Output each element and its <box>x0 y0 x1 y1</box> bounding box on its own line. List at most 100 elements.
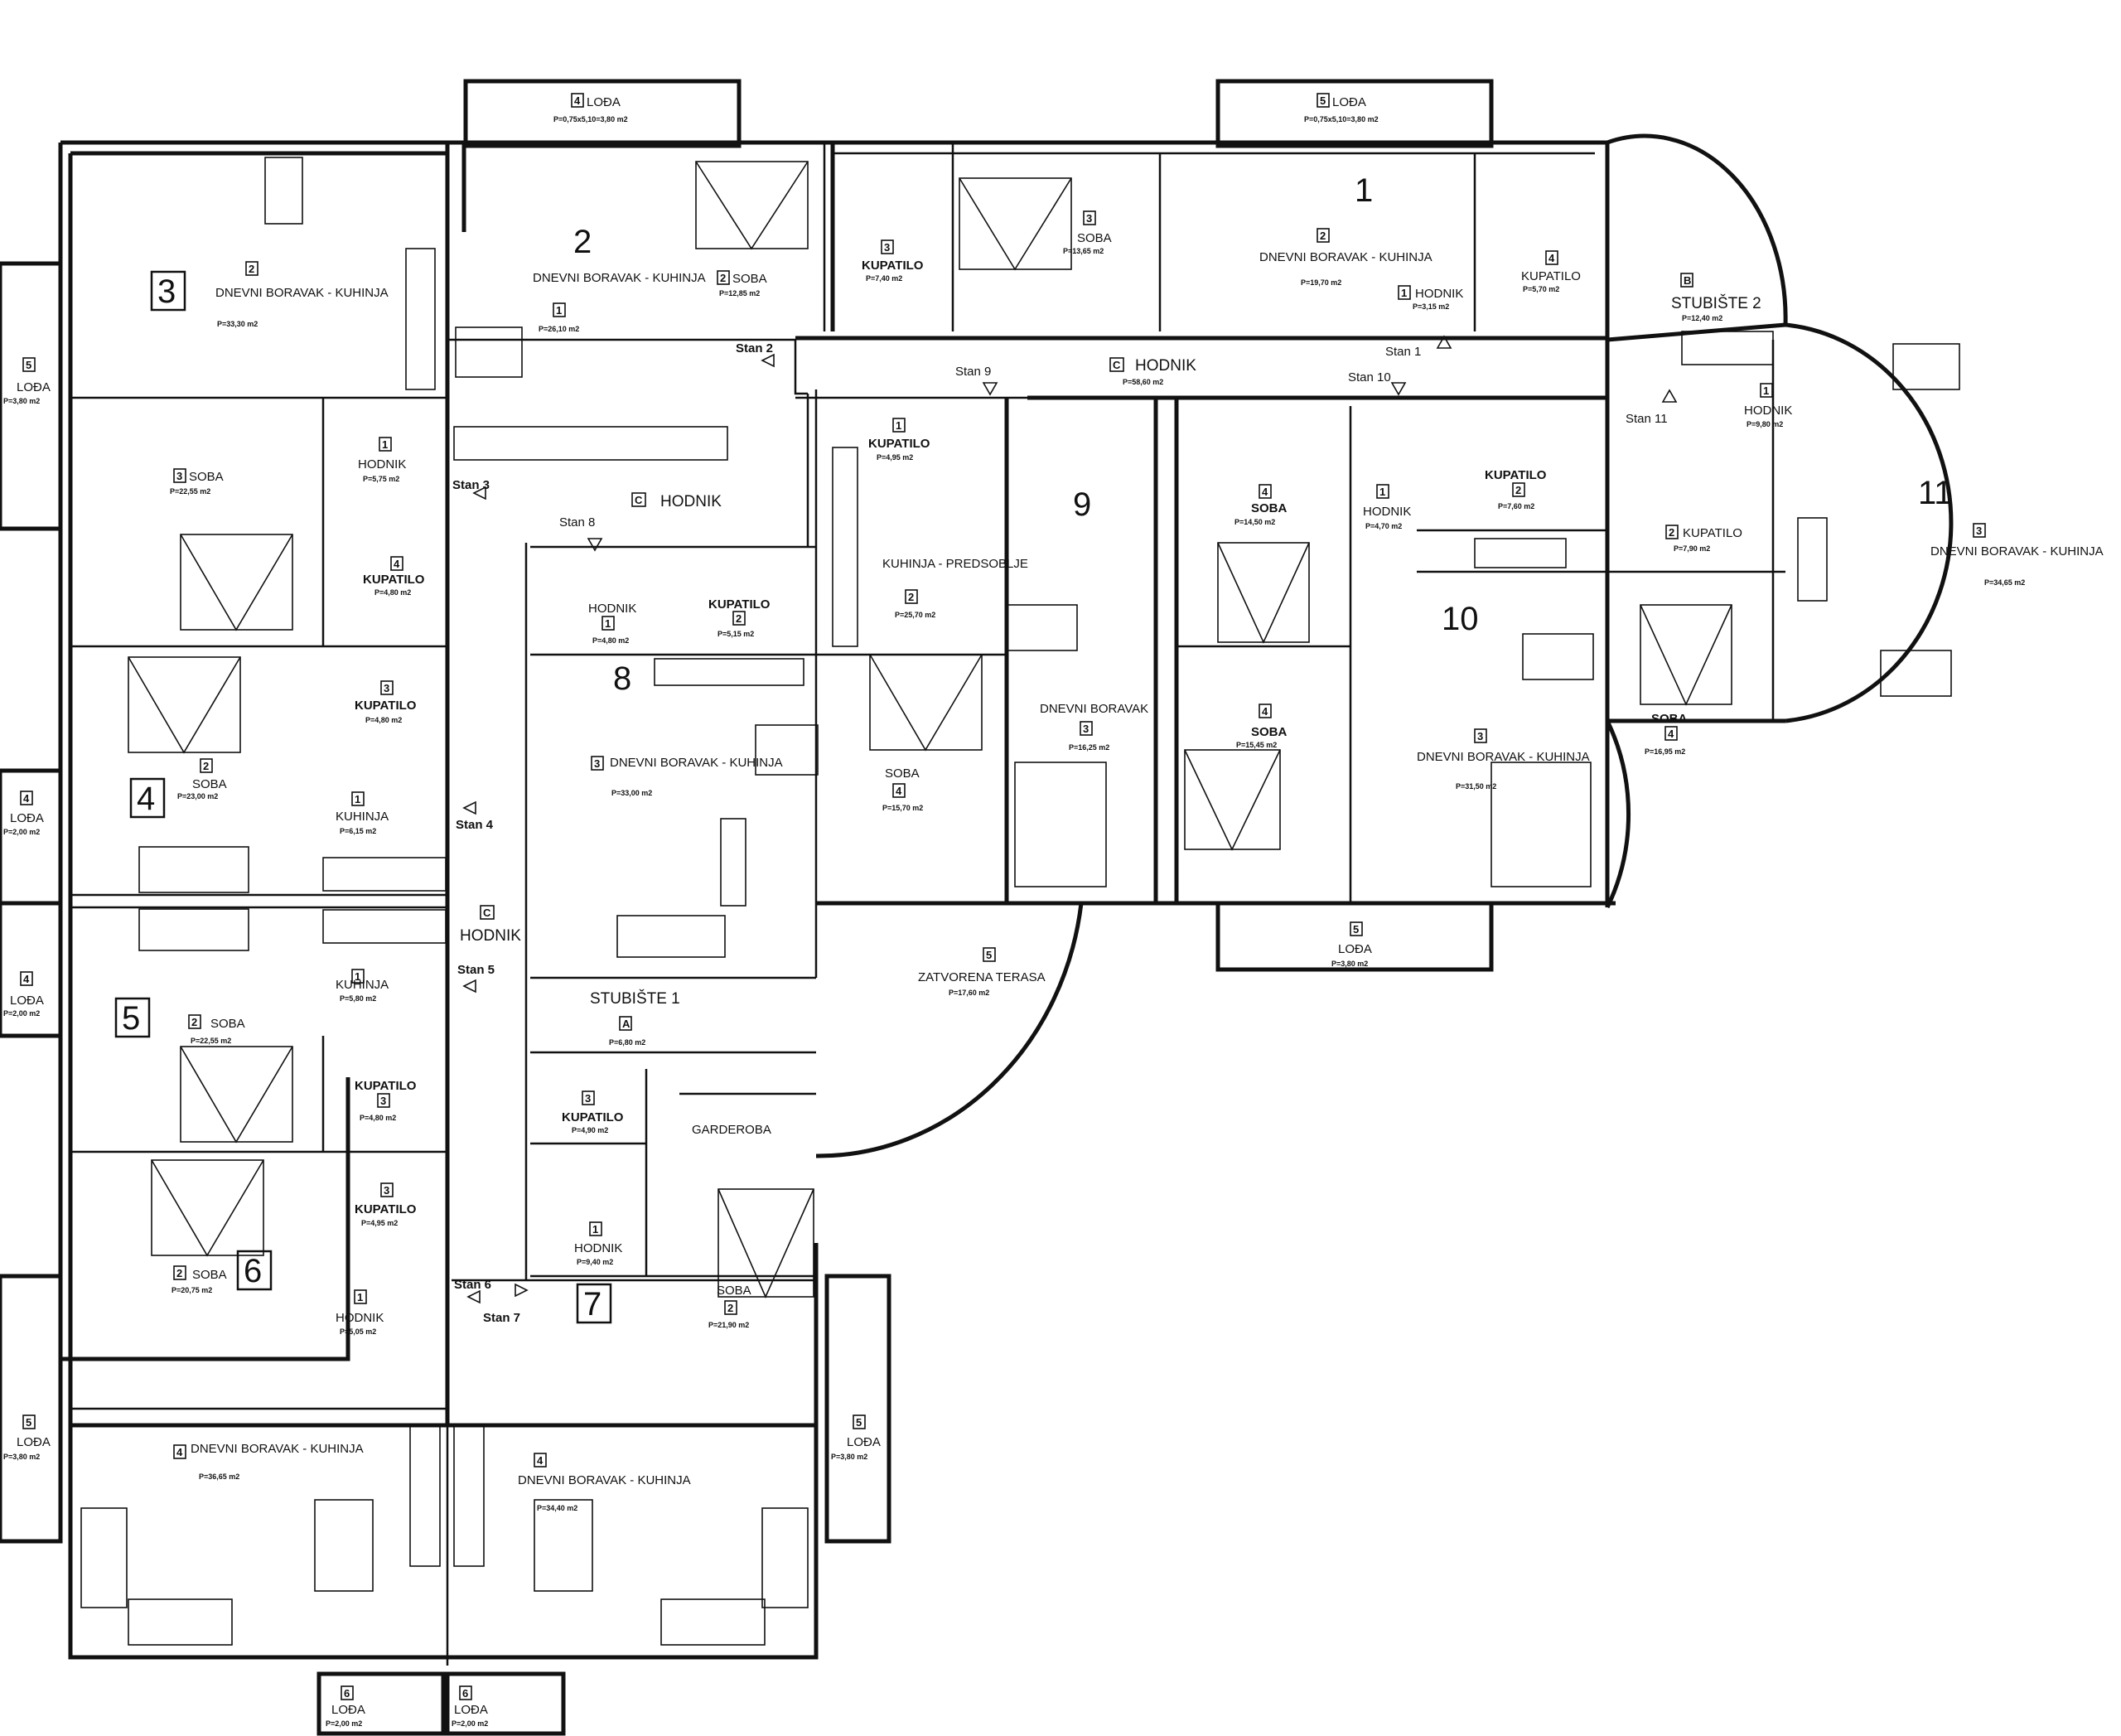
svg-text:P=9,40 m2: P=9,40 m2 <box>577 1258 613 1266</box>
room-2-soba: 2 SOBA P=12,85 m2 <box>717 270 767 297</box>
svg-text:P=7,90 m2: P=7,90 m2 <box>1674 544 1710 553</box>
svg-text:SOBA: SOBA <box>732 272 767 286</box>
room-1-soba: 3 SOBA P=13,65 m2 <box>1063 210 1112 255</box>
svg-text:P=5,15 m2: P=5,15 m2 <box>717 630 754 638</box>
svg-text:P=22,55 m2: P=22,55 m2 <box>170 487 210 496</box>
apartment-number-3: 3 <box>157 273 176 310</box>
svg-text:KUHINJA: KUHINJA <box>336 810 389 824</box>
svg-text:3: 3 <box>884 241 890 254</box>
svg-text:LOĐA: LOĐA <box>17 1435 51 1449</box>
svg-text:C: C <box>483 907 491 919</box>
svg-text:1: 1 <box>592 1223 598 1236</box>
room-1-kupatilo-4: 4 KUPATILO P=5,70 m2 <box>1521 250 1581 293</box>
stan-1-label: Stan 1 <box>1385 345 1421 359</box>
svg-text:LOĐA: LOĐA <box>1332 95 1366 109</box>
svg-text:P=34,65 m2: P=34,65 m2 <box>1984 578 2025 587</box>
apartment-number-7: 7 <box>583 1286 602 1323</box>
stan-3-label: Stan 3 <box>452 478 490 492</box>
svg-text:P=36,65 m2: P=36,65 m2 <box>199 1472 239 1481</box>
svg-text:P=5,80 m2: P=5,80 m2 <box>340 994 376 1003</box>
stan-11-label: Stan 11 <box>1626 412 1668 426</box>
svg-text:2: 2 <box>908 591 914 603</box>
svg-text:KUPATILO: KUPATILO <box>355 1079 417 1093</box>
svg-text:4: 4 <box>574 94 581 107</box>
svg-text:P=5,05 m2: P=5,05 m2 <box>340 1327 376 1336</box>
svg-text:SOBA: SOBA <box>1077 231 1112 245</box>
svg-text:KUHINJA: KUHINJA <box>336 978 389 992</box>
svg-text:P=33,30 m2: P=33,30 m2 <box>217 320 258 328</box>
svg-text:3: 3 <box>1477 730 1483 742</box>
svg-text:2: 2 <box>1515 484 1521 496</box>
svg-text:B: B <box>1684 274 1691 287</box>
svg-text:P=7,60 m2: P=7,60 m2 <box>1498 502 1534 510</box>
svg-text:P=20,75 m2: P=20,75 m2 <box>172 1286 212 1294</box>
hodnik-upper: C HODNIK P=58,60 m2 <box>1109 357 1196 386</box>
room-7-loggia-6: 6 LOĐA P=2,00 m2 <box>452 1685 488 1728</box>
room-2-loggia: 4 LOĐA P=0,75x5,10=3,80 m2 <box>553 93 628 123</box>
svg-text:3: 3 <box>384 682 389 694</box>
stan-5-label: Stan 5 <box>457 963 495 977</box>
room-7-kupatilo: 3 KUPATILO P=4,90 m2 <box>562 1090 624 1134</box>
svg-text:4: 4 <box>23 973 30 985</box>
svg-text:LOĐA: LOĐA <box>331 1703 365 1717</box>
svg-text:P=34,40 m2: P=34,40 m2 <box>537 1504 577 1512</box>
svg-text:P=3,80 m2: P=3,80 m2 <box>1331 960 1368 968</box>
svg-text:KUPATILO: KUPATILO <box>1521 269 1581 283</box>
svg-text:1: 1 <box>1401 287 1407 299</box>
svg-text:4: 4 <box>176 1446 183 1458</box>
svg-text:P=15,70 m2: P=15,70 m2 <box>882 804 923 812</box>
room-1-loggia: 5 LOĐA P=0,75x5,10=3,80 m2 <box>1304 93 1379 123</box>
room-6-hodnik: 1 HODNIK P=5,05 m2 <box>336 1289 384 1336</box>
room-11-soba: SOBA 4 P=16,95 m2 <box>1645 712 1688 756</box>
svg-text:SOBA: SOBA <box>1251 725 1288 739</box>
stan-9-label: Stan 9 <box>955 365 991 379</box>
room-11-hodnik: 1 HODNIK P=9,80 m2 <box>1744 383 1792 428</box>
svg-text:1: 1 <box>382 438 388 451</box>
svg-text:P=14,50 m2: P=14,50 m2 <box>1234 518 1275 526</box>
svg-text:HODNIK: HODNIK <box>358 457 406 471</box>
svg-text:P=3,80 m2: P=3,80 m2 <box>3 1453 40 1461</box>
svg-text:3: 3 <box>594 757 600 770</box>
svg-text:4: 4 <box>537 1454 544 1467</box>
svg-text:3: 3 <box>1083 723 1089 735</box>
room-4-soba: 2 SOBA P=23,00 m2 <box>177 758 227 800</box>
svg-text:HODNIK: HODNIK <box>574 1241 622 1255</box>
hodnik-lower: C HODNIK <box>460 905 521 945</box>
svg-text:2: 2 <box>727 1302 733 1314</box>
svg-text:STUBIŠTE 2: STUBIŠTE 2 <box>1671 294 1761 312</box>
svg-text:SOBA: SOBA <box>192 777 227 791</box>
svg-text:2: 2 <box>249 263 254 275</box>
room-3-soba: 3 SOBA P=22,55 m2 <box>170 468 224 496</box>
svg-text:4: 4 <box>1668 728 1674 740</box>
stan-6-label: Stan 6 <box>454 1278 491 1292</box>
svg-text:SOBA: SOBA <box>1651 712 1688 726</box>
svg-text:DNEVNI BORAVAK - KUHINJA: DNEVNI BORAVAK - KUHINJA <box>610 756 783 770</box>
svg-text:DNEVNI BORAVAK - KUHINJA: DNEVNI BORAVAK - KUHINJA <box>533 271 706 285</box>
svg-text:P=0,75x5,10=3,80 m2: P=0,75x5,10=3,80 m2 <box>553 115 628 123</box>
room-8-dnevni-boravak: 3 DNEVNI BORAVAK - KUHINJA P=33,00 m2 <box>591 756 783 797</box>
room-10-kupatilo: KUPATILO 2 P=7,60 m2 <box>1485 468 1547 510</box>
svg-text:ZATVORENA TERASA: ZATVORENA TERASA <box>918 970 1046 984</box>
room-11-dnevni-boravak: 3 DNEVNI BORAVAK - KUHINJA P=34,65 m2 <box>1930 523 2104 587</box>
room-10-loggia: 5 LOĐA P=3,80 m2 <box>1331 921 1372 968</box>
apartment-number-5: 5 <box>122 1000 140 1037</box>
svg-text:6: 6 <box>344 1687 350 1700</box>
room-9-kuhinja-predsoblje: KUHINJA - PREDSOBLJE 2 P=25,70 m2 <box>882 557 1028 619</box>
svg-text:P=2,00 m2: P=2,00 m2 <box>452 1719 488 1728</box>
svg-text:2: 2 <box>176 1267 182 1279</box>
room-9-kupatilo: 1 KUPATILO P=4,95 m2 <box>868 418 930 462</box>
stan-10-label: Stan 10 <box>1348 370 1391 384</box>
svg-text:P=13,65 m2: P=13,65 m2 <box>1063 247 1104 255</box>
svg-text:5: 5 <box>1353 923 1359 936</box>
svg-text:5: 5 <box>26 359 31 371</box>
svg-text:P=19,70 m2: P=19,70 m2 <box>1301 278 1341 287</box>
svg-text:P=0,75x5,10=3,80 m2: P=0,75x5,10=3,80 m2 <box>1304 115 1379 123</box>
room-6-loggia-6: 6 LOĐA P=2,00 m2 <box>326 1685 365 1728</box>
stubiste-2: B STUBIŠTE 2 P=12,40 m2 <box>1671 273 1761 322</box>
common-areas: C HODNIK P=58,60 m2 C HODNIK C HODNIK ST… <box>460 273 1761 1137</box>
apartment-number-1: 1 <box>1355 172 1373 209</box>
svg-text:KUHINJA - PREDSOBLJE: KUHINJA - PREDSOBLJE <box>882 557 1028 571</box>
svg-text:P=16,95 m2: P=16,95 m2 <box>1645 747 1685 756</box>
svg-text:P=4,95 m2: P=4,95 m2 <box>877 453 913 462</box>
room-9-soba: SOBA 4 P=15,70 m2 <box>882 766 923 812</box>
